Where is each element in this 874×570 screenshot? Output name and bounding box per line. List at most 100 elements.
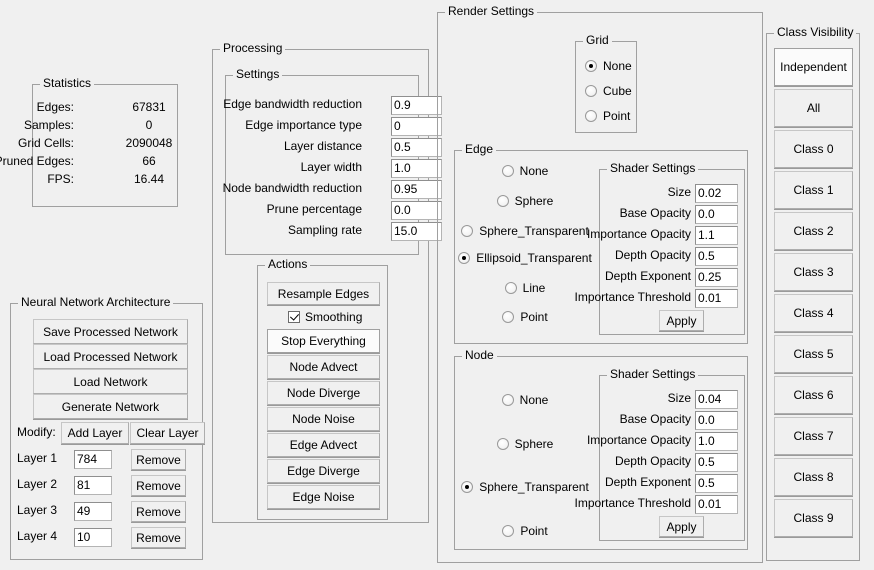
radio-icon: [585, 110, 597, 122]
shader-field-label: Importance Opacity: [586, 227, 691, 241]
setting-label: Node bandwidth reduction: [222, 181, 362, 195]
layer-size-input[interactable]: 784: [74, 450, 112, 469]
class-visibility-panel: Class Visibility Independent All Class 0…: [766, 26, 860, 561]
layer-size-input[interactable]: 49: [74, 502, 112, 521]
edge-shader-base-opacity-input[interactable]: 0.0: [695, 205, 738, 224]
node-advect-button[interactable]: Node Advect: [267, 355, 380, 379]
edge-bandwidth-reduction-input[interactable]: 0.9: [391, 96, 442, 115]
edge-option-line[interactable]: Line: [455, 280, 595, 296]
statistics-row: FPS: 16.44: [33, 170, 177, 188]
node-diverge-button[interactable]: Node Diverge: [267, 381, 380, 405]
class-visibility-class-0-button[interactable]: Class 0: [774, 130, 853, 168]
node-shader-settings-title: Shader Settings: [607, 368, 699, 381]
layer-width-input[interactable]: 1.0: [391, 159, 442, 178]
setting-label: Layer width: [300, 160, 362, 174]
node-option-point[interactable]: Point: [455, 523, 595, 539]
class-visibility-class-9-button[interactable]: Class 9: [774, 499, 853, 537]
edge-importance-type-input[interactable]: 0: [391, 117, 442, 136]
node-shader-importance-threshold-input[interactable]: 0.01: [695, 495, 738, 514]
add-layer-button[interactable]: Add Layer: [61, 422, 129, 444]
node-shader-apply-button[interactable]: Apply: [659, 516, 704, 537]
node-shader-depth-exponent-input[interactable]: 0.5: [695, 474, 738, 493]
edge-diverge-button[interactable]: Edge Diverge: [267, 459, 380, 483]
checkmark-icon: [288, 311, 300, 323]
grid-option-point[interactable]: Point: [585, 108, 630, 124]
edge-option-point[interactable]: Point: [455, 309, 595, 325]
node-shader-size-input[interactable]: 0.04: [695, 390, 738, 409]
radio-icon: [585, 60, 597, 72]
node-bandwidth-reduction-input[interactable]: 0.95: [391, 180, 442, 199]
class-visibility-class-1-button[interactable]: Class 1: [774, 171, 853, 209]
edge-shader-size-input[interactable]: 0.02: [695, 184, 738, 203]
layer-distance-input[interactable]: 0.5: [391, 138, 442, 157]
class-visibility-class-8-button[interactable]: Class 8: [774, 458, 853, 496]
node-shader-base-opacity-input[interactable]: 0.0: [695, 411, 738, 430]
node-title: Node: [462, 349, 497, 362]
class-visibility-class-2-button[interactable]: Class 2: [774, 212, 853, 250]
edge-shader-importance-threshold-input[interactable]: 0.01: [695, 289, 738, 308]
neural-network-architecture-title: Neural Network Architecture: [18, 296, 174, 309]
setting-label: Layer distance: [283, 139, 362, 153]
load-network-button[interactable]: Load Network: [33, 369, 188, 394]
node-option-sphere[interactable]: Sphere: [455, 436, 595, 452]
grid-option-cube[interactable]: Cube: [585, 83, 632, 99]
node-option-none[interactable]: None: [455, 392, 595, 408]
class-visibility-independent-button[interactable]: Independent: [774, 48, 853, 86]
edge-option-none[interactable]: None: [455, 163, 595, 179]
remove-layer-button[interactable]: Remove: [131, 501, 186, 522]
remove-layer-button[interactable]: Remove: [131, 449, 186, 470]
edge-noise-button[interactable]: Edge Noise: [267, 485, 380, 509]
class-visibility-class-3-button[interactable]: Class 3: [774, 253, 853, 291]
node-group: Node None Sphere Sphere_Transparent Poin…: [454, 349, 748, 550]
node-shader-importance-opacity-input[interactable]: 1.0: [695, 432, 738, 451]
grid-group: Grid None Cube Point: [575, 34, 637, 133]
node-noise-button[interactable]: Node Noise: [267, 407, 380, 431]
remove-layer-button[interactable]: Remove: [131, 527, 186, 548]
prune-percentage-input[interactable]: 0.0: [391, 201, 442, 220]
edge-shader-depth-opacity-input[interactable]: 0.5: [695, 247, 738, 266]
shader-field-label: Depth Exponent: [604, 269, 691, 283]
edge-option-sphere[interactable]: Sphere: [455, 193, 595, 209]
radio-icon: [461, 481, 474, 493]
render-settings-title: Render Settings: [445, 5, 538, 18]
sampling-rate-input[interactable]: 15.0: [391, 222, 442, 241]
shader-field-label: Depth Opacity: [614, 454, 691, 468]
class-visibility-class-4-button[interactable]: Class 4: [774, 294, 853, 332]
remove-layer-button[interactable]: Remove: [131, 475, 186, 496]
load-processed-network-button[interactable]: Load Processed Network: [33, 344, 188, 369]
class-visibility-all-button[interactable]: All: [774, 89, 853, 127]
grid-option-label: Point: [603, 109, 631, 123]
class-visibility-class-5-button[interactable]: Class 5: [774, 335, 853, 373]
processing-title: Processing: [220, 42, 286, 55]
edge-advect-button[interactable]: Edge Advect: [267, 433, 380, 457]
stop-everything-button[interactable]: Stop Everything: [267, 329, 380, 353]
edge-option-label: None: [519, 164, 549, 178]
edge-shader-depth-exponent-input[interactable]: 0.25: [695, 268, 738, 287]
node-shader-depth-opacity-input[interactable]: 0.5: [695, 453, 738, 472]
edge-shader-importance-opacity-input[interactable]: 1.1: [695, 226, 738, 245]
node-option-label: Sphere_Transparent: [479, 480, 589, 494]
layer-label: Layer 1: [17, 451, 58, 465]
edge-option-label: Sphere: [514, 194, 554, 208]
class-visibility-class-7-button[interactable]: Class 7: [774, 417, 853, 455]
class-visibility-title: Class Visibility: [774, 26, 857, 39]
statistics-label: Samples:: [23, 118, 74, 132]
radio-icon: [496, 438, 509, 450]
shader-field-label: Size: [667, 391, 691, 405]
grid-option-none[interactable]: None: [585, 58, 632, 74]
smoothing-checkbox[interactable]: Smoothing: [288, 309, 362, 325]
edge-option-ellipsoid-transparent[interactable]: Ellipsoid_Transparent: [455, 250, 595, 266]
class-visibility-class-6-button[interactable]: Class 6: [774, 376, 853, 414]
statistics-label: FPS:: [47, 172, 74, 186]
edge-shader-apply-button[interactable]: Apply: [659, 310, 704, 331]
save-processed-network-button[interactable]: Save Processed Network: [33, 319, 188, 344]
node-option-sphere-transparent[interactable]: Sphere_Transparent: [455, 479, 595, 495]
edge-option-sphere-transparent[interactable]: Sphere_Transparent: [455, 223, 595, 239]
layer-label: Layer 2: [17, 477, 58, 491]
layer-size-input[interactable]: 10: [74, 528, 112, 547]
generate-network-button[interactable]: Generate Network: [33, 394, 188, 419]
layer-size-input[interactable]: 81: [74, 476, 112, 495]
resample-edges-button[interactable]: Resample Edges: [267, 282, 380, 305]
clear-layer-button[interactable]: Clear Layer: [130, 422, 205, 444]
processing-settings-group: Settings Edge bandwidth reduction 0.9 Ed…: [222, 68, 442, 255]
